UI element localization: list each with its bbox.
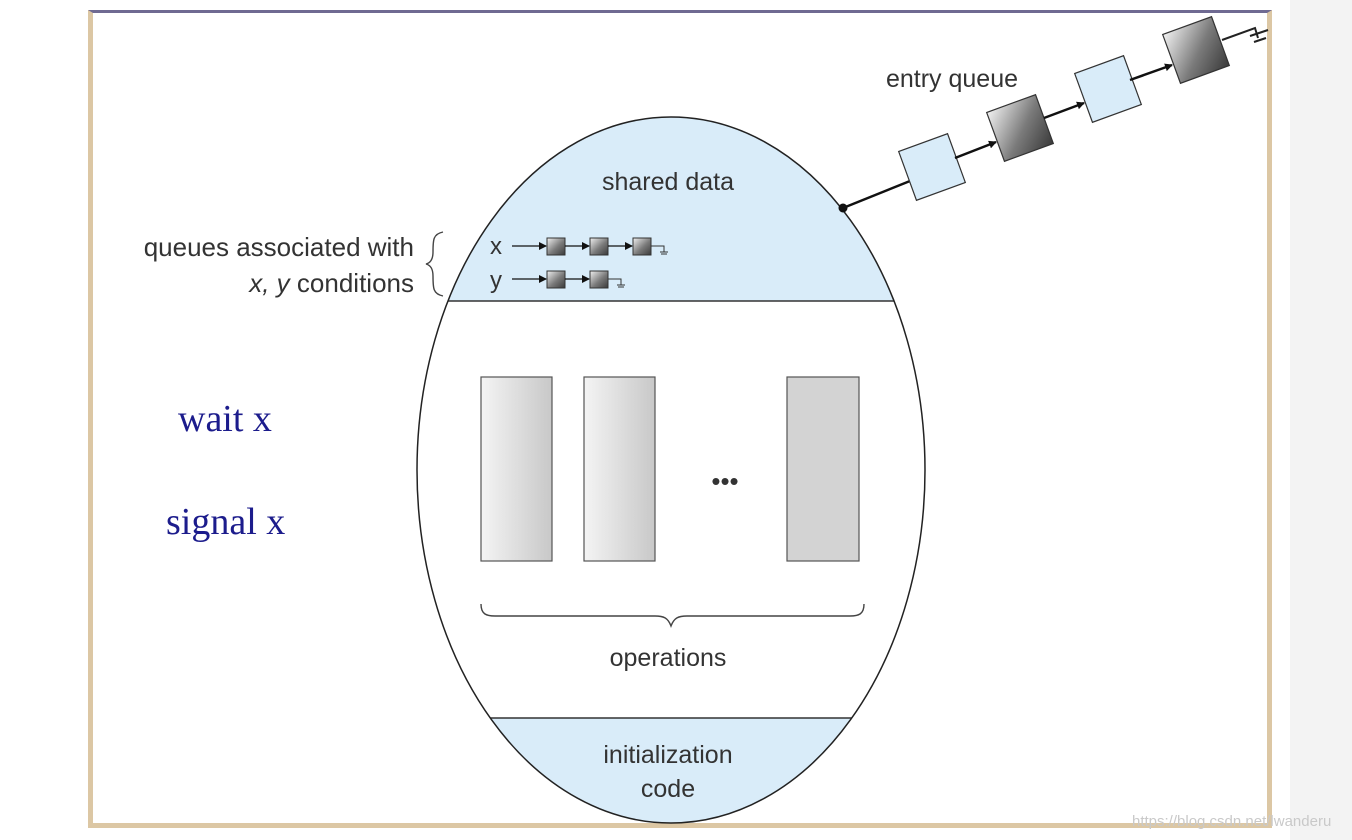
operations-ellipsis: ••• bbox=[711, 466, 738, 496]
shared-data-label: shared data bbox=[602, 168, 734, 196]
condition-x-queue bbox=[512, 237, 668, 256]
signal-x-label: signal x bbox=[166, 501, 286, 543]
condition-x-label: x bbox=[490, 233, 502, 260]
operation-box-n bbox=[786, 376, 860, 562]
init-code-line1: initialization bbox=[603, 741, 732, 769]
operation-box-2 bbox=[583, 376, 656, 562]
queues-brace bbox=[425, 231, 444, 297]
window-margin bbox=[1290, 0, 1352, 840]
operations-brace bbox=[480, 603, 865, 628]
queues-label-conditions: conditions bbox=[290, 268, 414, 298]
operations-label: operations bbox=[610, 644, 727, 672]
monitor-oval bbox=[416, 116, 926, 824]
queues-label-line2: x, y conditions bbox=[247, 268, 414, 298]
condition-y-queue bbox=[512, 270, 625, 289]
entry-process-2 bbox=[985, 93, 1055, 163]
queues-label-line1: queues associated with bbox=[144, 232, 414, 262]
condition-y-label: y bbox=[490, 267, 502, 294]
entry-queue-label: entry queue bbox=[886, 65, 1018, 93]
queues-label-xy: x, y bbox=[247, 268, 291, 298]
queue-tail-icon bbox=[1221, 26, 1269, 43]
wait-x-label: wait x bbox=[178, 398, 272, 440]
operation-box-1 bbox=[480, 376, 553, 562]
watermark: https://blog.csdn.net/lwanderu bbox=[1132, 813, 1332, 830]
entry-process-1 bbox=[897, 132, 967, 202]
shared-data-region bbox=[417, 117, 925, 301]
entry-process-3 bbox=[1073, 54, 1143, 124]
entry-queue bbox=[838, 15, 1269, 213]
entry-process-4 bbox=[1161, 15, 1231, 85]
init-code-line2: code bbox=[641, 775, 695, 803]
